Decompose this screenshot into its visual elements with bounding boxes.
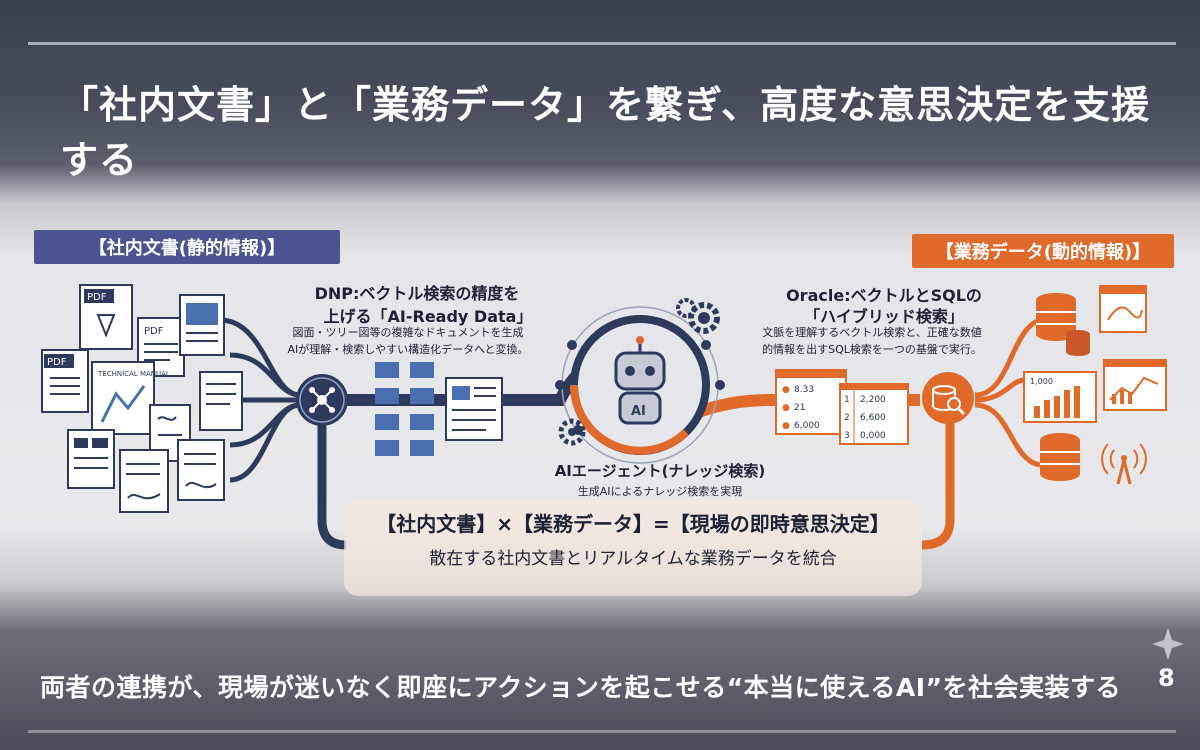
- table-row-index: 1: [844, 395, 850, 405]
- dnp-heading-line2: 上げる「AI-Ready Data」: [323, 307, 533, 326]
- database-icon: [1066, 330, 1090, 356]
- page-title: 「社内文書」と「業務データ」を繋ぎ、高度な意思決定を支援する: [60, 83, 1151, 182]
- network-hub-icon: [296, 374, 348, 426]
- table-row-right-value: 6,600: [860, 413, 886, 423]
- page-number: 8: [1158, 664, 1175, 692]
- oracle-description-line2: 的情報を出すSQL検索を一つの基盤で実行。: [762, 343, 982, 356]
- signature-document-icon: [119, 449, 169, 513]
- bottom-divider: [28, 730, 1176, 733]
- agent-title: AIエージェント(ナレッジ検索): [554, 462, 766, 480]
- table-row-bullet: ●: [782, 421, 790, 431]
- sparkle-icon: [1152, 628, 1184, 660]
- table-row-right-value: 0,000: [860, 431, 886, 441]
- dynamic-info-header: 【業務データ(動的情報)】: [912, 234, 1174, 268]
- formula-box: [344, 500, 922, 596]
- browser-window-icon: [1099, 285, 1147, 333]
- structured-document-icon: [445, 377, 503, 441]
- agent-subtitle: 生成AIによるナレッジ検索を実現: [577, 485, 743, 498]
- data-table-right: [839, 383, 909, 445]
- table-row-bullet: ●: [782, 385, 790, 395]
- line-chart-icon: [1103, 359, 1167, 411]
- table-row-left-value: 21: [794, 403, 805, 413]
- document-icon: [179, 294, 225, 356]
- top-divider: [28, 42, 1176, 45]
- pdf-label: PDF: [47, 357, 67, 368]
- table-row-bullet: ●: [782, 403, 790, 413]
- oracle-description: 文脈を理解するベクトル検索と、正確な数値 的情報を出すSQL検索を一つの基盤で実…: [722, 324, 1022, 358]
- formula-main: 【社内文書】×【業務データ】=【現場の即時意思決定】: [376, 512, 890, 536]
- robot-label: AI: [631, 404, 646, 419]
- gear-icon: [676, 298, 696, 318]
- table-row-right-value: 2,200: [860, 395, 886, 405]
- dnp-description-line1: 図面・ツリー図等の複雑なドキュメントを生成: [292, 326, 524, 339]
- robot-icon: AI: [614, 336, 666, 425]
- left-loop-path: [317, 400, 347, 550]
- gear-icon: [558, 418, 586, 446]
- table-row-left-value: 6,000: [794, 421, 820, 431]
- static-info-header: 【社内文書(静的情報)】: [34, 230, 340, 264]
- pdf-label: PDF: [144, 326, 164, 337]
- pdf-icon: PDF: [41, 349, 89, 413]
- bottom-message: 両者の連携が、現場が迷いなく即座にアクションを起こせる“本当に使えるAI”を社会…: [40, 673, 1122, 702]
- table-row-left-value: 8.33: [794, 385, 814, 395]
- right-connectors: [974, 317, 1042, 468]
- pdf-label: PDF: [87, 292, 107, 303]
- table-rows: ● 8.33 1 2,200 ● 21 2 6,600 ● 6,000 3 0,000: [782, 385, 886, 441]
- table-row-index: 2: [844, 413, 850, 423]
- database-icon: [1040, 433, 1080, 481]
- dnp-description: 図面・ツリー図等の複雑なドキュメントを生成 AIが理解・検索しやすい構造化データ…: [258, 324, 558, 358]
- signature-document-icon: [177, 439, 225, 501]
- database-search-icon: [922, 372, 974, 424]
- gear-icon: [688, 302, 720, 334]
- antenna-icon: [1101, 443, 1147, 485]
- oracle-heading-line1: Oracle:ベクトルとSQLの: [786, 286, 982, 305]
- technical-manual-icon: TECHNICAL MANUAL: [91, 361, 170, 435]
- pdf-icon: PDF: [79, 284, 133, 350]
- bar-chart-icon: 1,000: [1023, 371, 1097, 423]
- dnp-heading-line1: DNP:ベクトル検索の精度を: [314, 284, 520, 303]
- left-connectors: [219, 317, 301, 483]
- dnp-description-line2: AIが理解・検索しやすい構造化データへと変換。: [287, 343, 529, 356]
- formula-subtitle: 散在する社内文書とリアルタイムな業務データを統合: [429, 549, 837, 569]
- right-loop-path: [921, 400, 955, 550]
- oracle-heading-line2: 「ハイブリッド検索」: [804, 307, 964, 326]
- form-document-icon: [67, 429, 115, 489]
- manual-label: TECHNICAL MANUAL: [97, 370, 170, 378]
- table-row-index: 3: [844, 431, 850, 441]
- database-icon: [1036, 293, 1076, 341]
- tree-structure-icon: [375, 362, 434, 456]
- document-icon: [199, 371, 243, 431]
- oracle-description-line1: 文脈を理解するベクトル検索と、正確な数値: [762, 326, 982, 339]
- chart-icon-label: 1,000: [1030, 377, 1053, 386]
